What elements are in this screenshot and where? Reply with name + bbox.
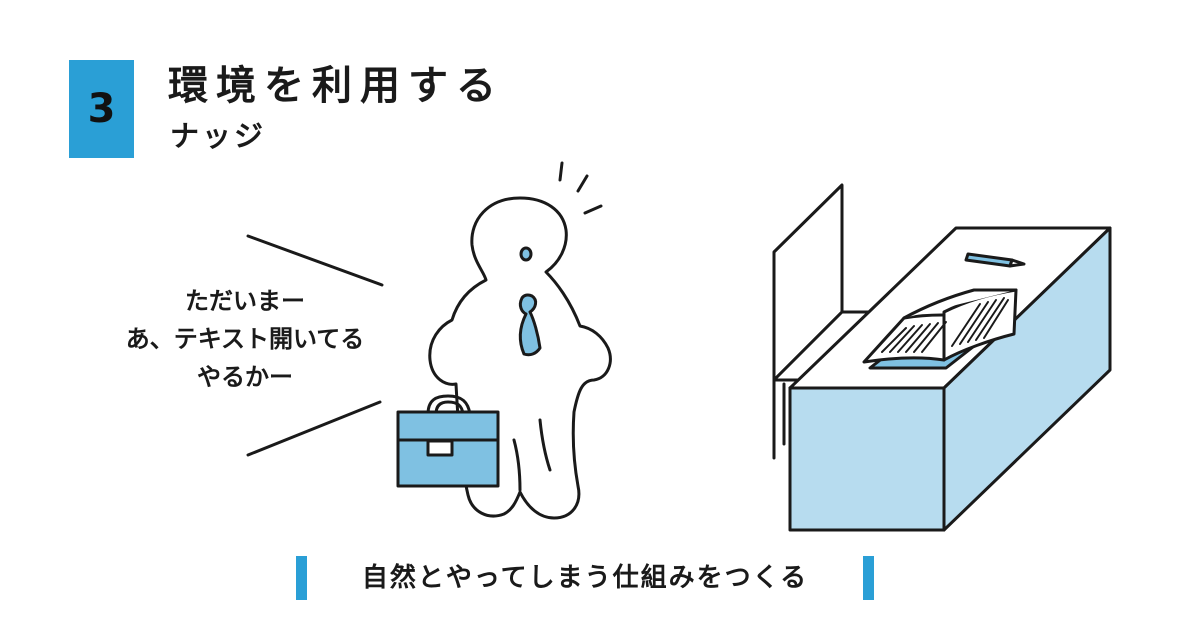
caption-box: 自然とやってしまう仕組みをつくる	[296, 556, 874, 600]
speech-line-top	[246, 234, 384, 287]
surprise-mark	[576, 174, 589, 193]
section-number-badge: 3	[69, 60, 134, 158]
pencil-icon	[964, 252, 1026, 268]
surprise-mark	[583, 204, 603, 215]
caption-bar-right	[863, 556, 874, 600]
page-subtitle: ナッジ	[170, 119, 267, 153]
caption-bar-left	[296, 556, 307, 600]
speech-line-bottom	[246, 400, 382, 457]
figure-tie	[518, 293, 542, 357]
speech-line: ただいまー	[185, 287, 305, 315]
open-book-icon	[862, 288, 1018, 370]
figure-leg-line	[512, 438, 522, 492]
speech-text: ただいまー あ、テキスト開いてる やるかー	[95, 282, 395, 396]
briefcase-icon	[396, 394, 500, 488]
figure-arm-line	[538, 418, 552, 472]
speech-line: やるかー	[197, 363, 293, 391]
page-title: 環境を利用する	[168, 63, 504, 109]
figure-eye	[519, 246, 533, 262]
caption-text: 自然とやってしまう仕組みをつくる	[361, 563, 809, 593]
speech-line: あ、テキスト開いてる	[125, 325, 365, 353]
surprise-mark	[558, 161, 564, 182]
section-number: 3	[87, 86, 116, 132]
